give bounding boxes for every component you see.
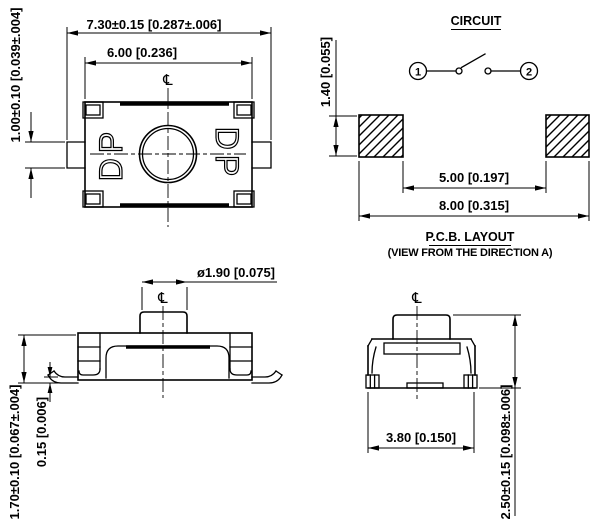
- pcb-layout: 1.40 [0.055] 5.00 [0.197] 8.00 [0.315] P…: [318, 37, 590, 259]
- marking-left: DP: [93, 127, 129, 181]
- top-view: 7.30±0.15 [0.287±.006] 6.00 [0.236] 1.00…: [8, 8, 272, 227]
- side-leads: [66, 141, 272, 169]
- centerline-symbol-front: ℄: [157, 289, 168, 307]
- dim-pad-inner-span-label: 5.00 [0.197]: [439, 170, 509, 185]
- dim-pad-height-label: 1.40 [0.055]: [318, 37, 333, 107]
- dim-body-depth-label: 3.80 [0.150]: [386, 430, 456, 445]
- dim-total-height-label: 2.50±0.15 [0.098±.006]: [498, 385, 513, 520]
- centerline-symbol-side: ℄: [411, 289, 422, 307]
- pcb-layout-title: P.C.B. LAYOUT: [426, 230, 515, 244]
- dim-standoff-label: 0.15 [0.006]: [34, 397, 49, 467]
- dim-body-width-label: 6.00 [0.236]: [107, 45, 177, 60]
- corner-tabs: [82, 101, 255, 208]
- dim-side-lead-label: 1.00±0.10 [0.039±.004]: [8, 8, 23, 143]
- dim-overall-width-label: 7.30±0.15 [0.287±.006]: [87, 17, 222, 32]
- dim-body-height-label: 1.70±0.10 [0.067±.004]: [7, 385, 22, 520]
- front-view: ø1.90 [0.075] ℄ 0.15 [0.006] 1.70±0.10 […: [7, 265, 283, 520]
- front-leads: [47, 370, 283, 384]
- side-body: [365, 338, 478, 389]
- contact-frame: [105, 345, 230, 379]
- top-view-body: [84, 101, 253, 208]
- pcb-layout-subtitle: (VIEW FROM THE DIRECTION A): [388, 247, 553, 259]
- pcb-pad-right: [545, 114, 590, 158]
- side-view: ℄ 3.80 [0.150] 2.50±0.15 [0.098±.006]: [365, 289, 521, 520]
- terminal-1-label: 1: [415, 67, 421, 79]
- switch-lever: [460, 53, 486, 69]
- dim-pad-outer-span-label: 8.00 [0.315]: [439, 198, 509, 213]
- front-button: [139, 311, 188, 334]
- pcb-pad-left: [358, 114, 404, 158]
- circuit-title: CIRCUIT: [451, 14, 502, 28]
- contact-right: [484, 67, 492, 75]
- side-button: [392, 314, 451, 340]
- circuit-diagram: CIRCUIT 1 2: [408, 14, 539, 81]
- dim-button-diameter-label: ø1.90 [0.075]: [197, 265, 275, 280]
- marking-right: DP: [209, 127, 245, 181]
- centerline-symbol-top: ℄: [162, 71, 173, 89]
- contact-left: [455, 67, 463, 75]
- front-body: [77, 332, 253, 381]
- terminal-2-label: 2: [526, 67, 532, 79]
